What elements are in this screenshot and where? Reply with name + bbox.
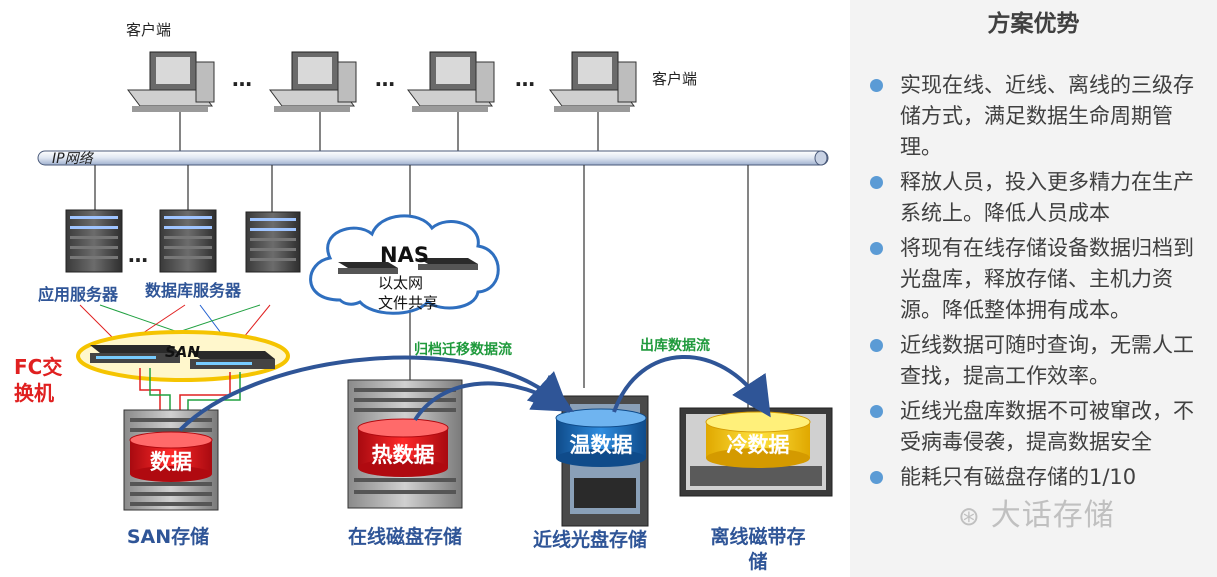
client-label-right: 客户端 (652, 70, 697, 88)
watermark: ⊛ 大话存储 (958, 490, 1115, 534)
bullet-dot-icon (870, 405, 883, 418)
nas-title: NAS (380, 243, 429, 267)
client-label-top: 客户端 (126, 21, 171, 39)
bullet-dot-icon (870, 471, 883, 484)
bullet-text: 将现有在线存储设备数据归档到光盘库，释放存储、主机力资源。降低整体拥有成本。 (900, 236, 1194, 322)
db-server-2 (245, 211, 301, 273)
ellipsis-2: … (375, 67, 395, 91)
cylinder-data-label: 数据 (150, 450, 192, 474)
cylinder-cold-label: 冷数据 (727, 433, 790, 457)
client-links (179, 112, 599, 152)
bullet-text: 实现在线、近线、离线的三级存储方式，满足数据生命周期管理。 (900, 73, 1194, 159)
fc-switch-label-2: 换机 (14, 381, 54, 405)
network-drop-lines (94, 165, 749, 410)
db-server-1 (159, 209, 217, 273)
cylinder-hot (357, 418, 449, 477)
bullet-text: 近线数据可随时查询，无需人工查找，提高工作效率。 (900, 333, 1194, 388)
ellipsis-1: … (232, 67, 252, 91)
cylinder-hot-label: 热数据 (372, 443, 435, 467)
outbound-flow-label: 出库数据流 (640, 337, 710, 354)
ellipsis-servers: … (128, 243, 148, 267)
cylinder-warm-label: 温数据 (570, 433, 633, 457)
list-item: 近线光盘库数据不可被窜改，不受病毒侵袭，提高数据安全 (868, 396, 1213, 458)
ellipsis-3: … (515, 67, 535, 91)
db-server-label: 数据库服务器 (145, 281, 242, 300)
watermark-text: 大话存储 (990, 498, 1115, 533)
client-pc-4 (549, 51, 637, 112)
list-item: 释放人员，投入更多精力在生产系统上。降低人员成本 (868, 167, 1213, 229)
wechat-logo-icon: ⊛ (958, 502, 981, 532)
switch-storage-links (139, 368, 241, 412)
fc-switch-2 (190, 351, 275, 369)
client-pc-3 (407, 51, 495, 112)
archive-flow-arrow-2 (413, 374, 574, 422)
fc-switch-label-1: FC交 (14, 355, 62, 379)
list-item: 实现在线、近线、离线的三级存储方式，满足数据生命周期管理。 (868, 70, 1213, 163)
advantages-panel: 方案优势 实现在线、近线、离线的三级存储方式，满足数据生命周期管理。 释放人员，… (850, 0, 1217, 577)
offline-tape-label-2: 储 (748, 550, 767, 573)
bullet-dot-icon (870, 242, 883, 255)
online-disk-label: 在线磁盘存储 (348, 525, 462, 548)
fc-switch-1 (90, 345, 180, 363)
list-item: 将现有在线存储设备数据归档到光盘库，释放存储、主机力资源。降低整体拥有成本。 (868, 233, 1213, 326)
archive-flow-label: 归档迁移数据流 (414, 341, 512, 358)
app-server-1 (65, 209, 123, 273)
cylinder-data (129, 431, 213, 482)
outbound-flow-arrow (612, 355, 771, 418)
ip-network-pipe (37, 150, 829, 166)
client-pc-2 (269, 51, 357, 112)
nas-line-1: 以太网 (378, 274, 423, 292)
ip-network-label: IP网络 (52, 151, 95, 167)
cylinder-warm (555, 408, 647, 467)
bullet-text: 释放人员，投入更多精力在生产系统上。降低人员成本 (900, 170, 1194, 225)
client-pc-1 (127, 51, 215, 112)
list-item: 近线数据可随时查询，无需人工查找，提高工作效率。 (868, 330, 1213, 392)
panel-title: 方案优势 (987, 11, 1080, 37)
app-server-label: 应用服务器 (38, 285, 119, 304)
nas-line-2: 文件共享 (378, 294, 438, 312)
offline-tape-label-1: 离线磁带存 (710, 525, 805, 548)
bullet-text: 能耗只有磁盘存储的1/10 (900, 465, 1137, 489)
nas-cloud (309, 214, 500, 315)
bullet-dot-icon (870, 339, 883, 352)
architecture-diagram: 客户端 客户端 … … … IP网络 (14, 21, 833, 573)
list-item: 能耗只有磁盘存储的1/10 (868, 462, 1213, 493)
bullet-dot-icon (870, 176, 883, 189)
bullet-text: 近线光盘库数据不可被窜改，不受病毒侵袭，提高数据安全 (900, 399, 1194, 454)
archive-flow-arrow-1 (178, 355, 570, 432)
bullet-dot-icon (870, 79, 883, 92)
san-label: SAN (165, 343, 200, 361)
san-storage-label: SAN存储 (127, 525, 209, 548)
nearline-optical-label: 近线光盘存储 (533, 528, 647, 551)
advantages-list: 实现在线、近线、离线的三级存储方式，满足数据生命周期管理。 释放人员，投入更多精… (868, 70, 1213, 497)
